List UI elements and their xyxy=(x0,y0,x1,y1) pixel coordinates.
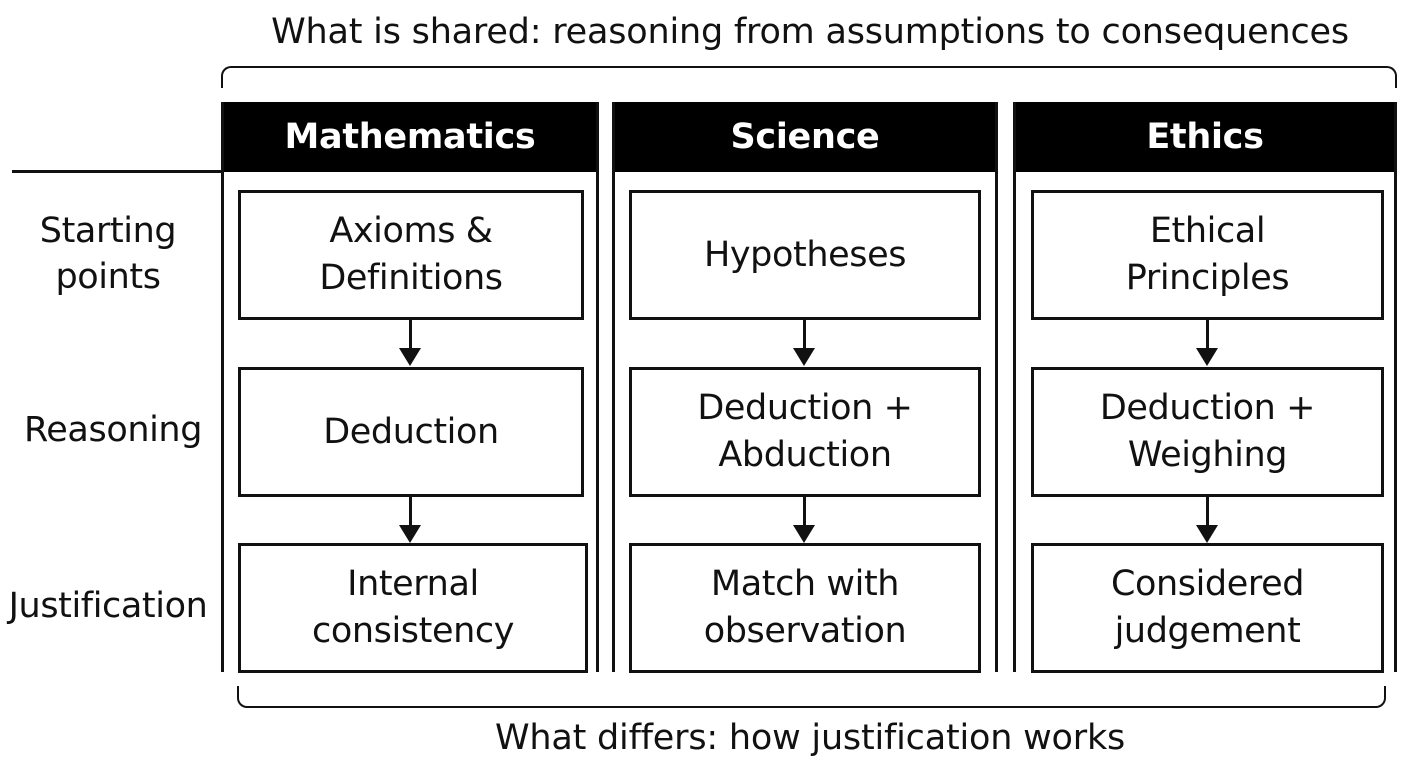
row-label-justification: Justification xyxy=(8,586,208,626)
column-header-mathematics: Mathematics xyxy=(224,102,596,172)
row-label-reasoning: Reasoning xyxy=(23,410,203,450)
differs-caption: What differs: how justification works xyxy=(494,718,1126,758)
arrow-stem xyxy=(803,320,806,350)
arrow-head xyxy=(399,348,421,366)
arrow-head xyxy=(793,525,815,543)
arrow-stem xyxy=(1206,320,1209,350)
column-header-science: Science xyxy=(615,102,995,172)
column-header-ethics: Ethics xyxy=(1016,102,1394,172)
differs-bracket xyxy=(237,686,1386,708)
shared-bracket xyxy=(221,66,1397,88)
arrow-stem xyxy=(1206,497,1209,527)
column-science: Science xyxy=(612,102,998,672)
row-label-divider xyxy=(12,170,222,173)
arrow-stem xyxy=(803,497,806,527)
node-deduction: Deduction xyxy=(238,367,584,497)
column-ethics: Ethics xyxy=(1013,102,1397,672)
node-considered-judgement: Considered judgement xyxy=(1031,543,1384,673)
arrow-head xyxy=(1196,348,1218,366)
row-label-starting-points: Starting points xyxy=(39,211,177,297)
arrow-stem xyxy=(409,497,412,527)
arrow-head xyxy=(1196,525,1218,543)
arrow-stem xyxy=(409,320,412,350)
node-ethical-principles: Ethical Principles xyxy=(1031,190,1384,320)
shared-caption: What is shared: reasoning from assumptio… xyxy=(271,12,1349,52)
node-axioms-definitions: Axioms & Definitions xyxy=(238,190,584,320)
arrow-head xyxy=(399,525,421,543)
node-internal-consistency: Internal consistency xyxy=(238,543,588,673)
arrow-head xyxy=(793,348,815,366)
column-mathematics: Mathematics xyxy=(221,102,599,672)
node-hypotheses: Hypotheses xyxy=(629,190,981,320)
node-deduction-abduction: Deduction + Abduction xyxy=(629,367,981,497)
node-deduction-weighing: Deduction + Weighing xyxy=(1031,367,1384,497)
node-match-with-observation: Match with observation xyxy=(629,543,981,673)
